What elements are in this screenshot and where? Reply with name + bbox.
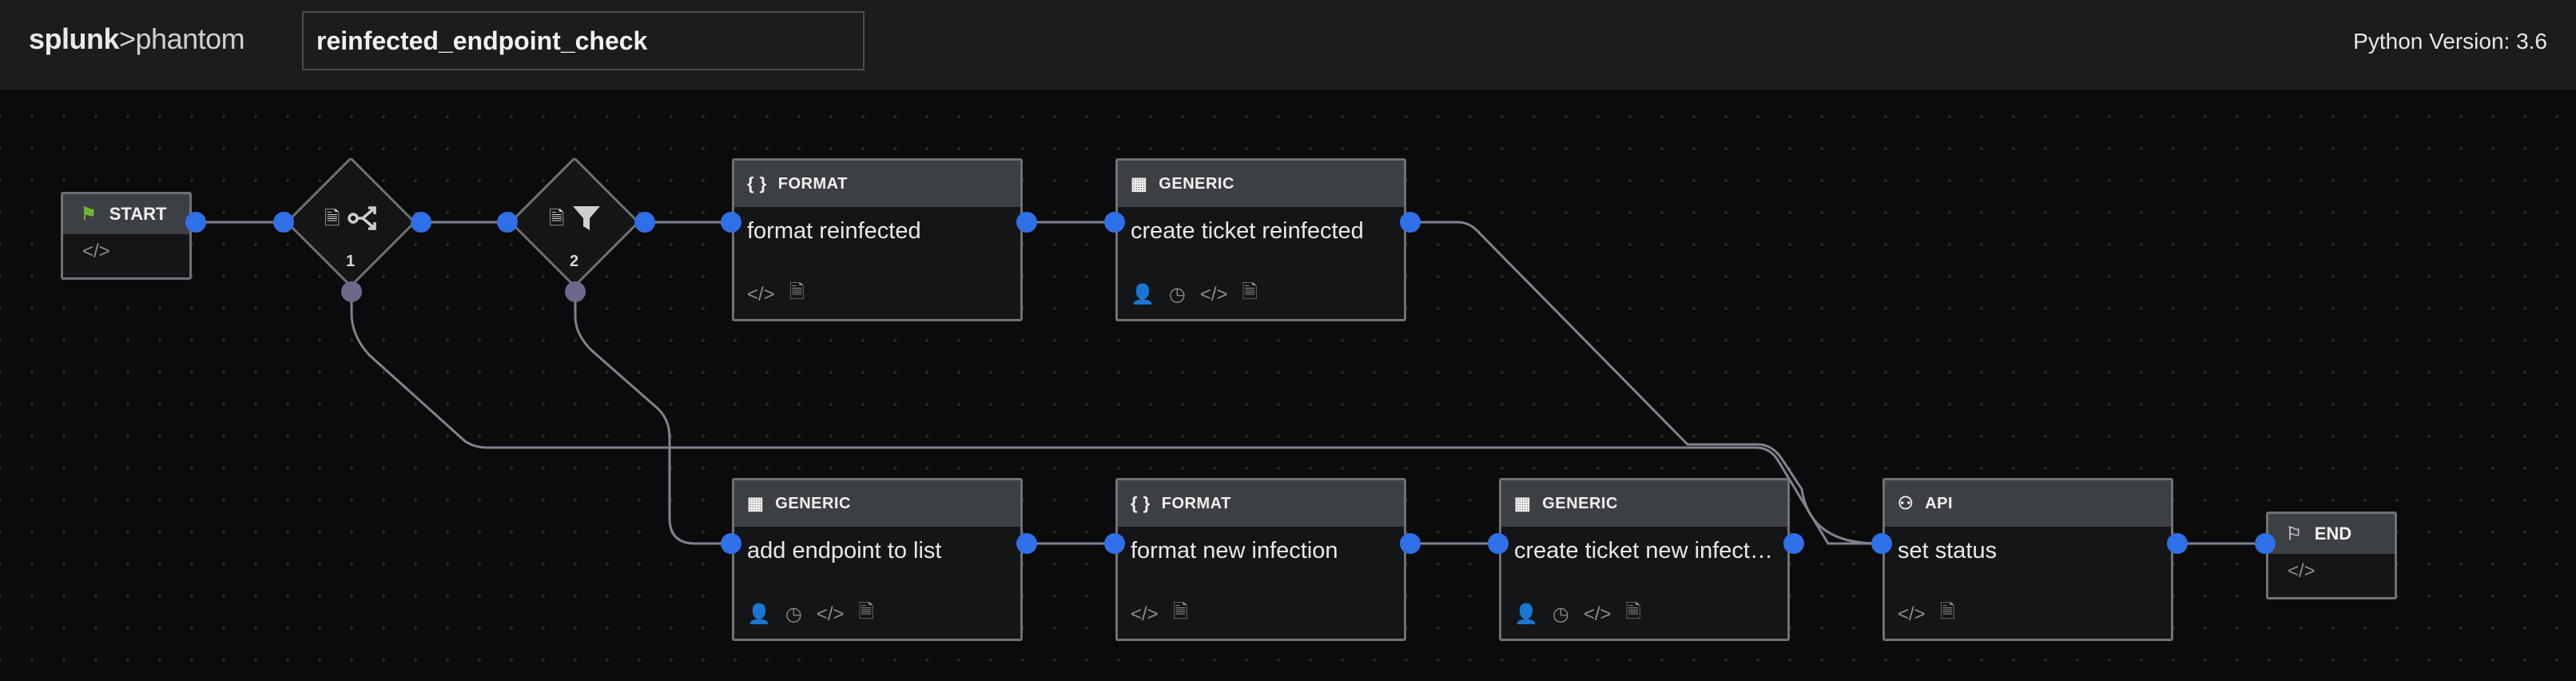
decision-1-number: 1 xyxy=(346,253,356,270)
api-icon: ⚇ xyxy=(1898,493,1914,513)
end-input-port[interactable] xyxy=(2255,533,2276,554)
document-icon[interactable]: 🗎 xyxy=(549,208,565,229)
python-version-label: Python Version: 3.6 xyxy=(2353,29,2547,54)
code-icon[interactable]: </> xyxy=(1898,603,1926,625)
checkered-flag-icon: ⚐ xyxy=(2286,524,2302,544)
create-ticket-reinfected-output-port[interactable] xyxy=(1400,212,1421,233)
add-endpoint-input-port[interactable] xyxy=(721,533,741,554)
decision-2-icons: 🗎 xyxy=(529,204,622,237)
decision1-bottom-port[interactable] xyxy=(341,281,362,302)
format-reinfected-input-port[interactable] xyxy=(721,212,741,233)
filter-icon xyxy=(572,206,600,231)
decision-1-icons: 🗎 xyxy=(305,204,398,237)
format-reinfected-output-port[interactable] xyxy=(1016,212,1037,233)
add-endpoint-block[interactable]: ▦ GENERIC add endpoint to list 👤 ◷ </> 🗎 xyxy=(732,478,1023,641)
end-label: END xyxy=(2314,524,2352,544)
decision1-input-port[interactable] xyxy=(273,212,294,233)
code-icon[interactable]: </> xyxy=(1131,603,1159,625)
start-label: START xyxy=(109,204,167,224)
block-title: format new infection xyxy=(1131,538,1338,564)
decision2-output-port[interactable] xyxy=(634,212,655,233)
document-icon[interactable]: 🗎 xyxy=(1939,601,1955,623)
braces-icon: { } xyxy=(747,173,767,193)
set-status-output-port[interactable] xyxy=(2167,533,2188,554)
format-new-infection-input-port[interactable] xyxy=(1104,533,1125,554)
code-icon[interactable]: </> xyxy=(2288,560,2316,582)
block-type-label: GENERIC xyxy=(1542,494,1618,512)
grid-icon: ▦ xyxy=(1131,173,1148,193)
set-status-input-port[interactable] xyxy=(1871,533,1892,554)
user-approval-icon[interactable]: 👤 xyxy=(1514,603,1538,625)
block-type-label: FORMAT xyxy=(1161,494,1231,512)
user-approval-icon[interactable]: 👤 xyxy=(1131,284,1155,305)
block-title: create ticket new infectio... xyxy=(1514,538,1787,564)
create-ticket-reinfected-block[interactable]: ▦ GENERIC create ticket reinfected 👤 ◷ </> 🗎 xyxy=(1115,158,1406,321)
create-ticket-new-infection-block[interactable]: ▦ GENERIC create ticket new infectio... 👤… xyxy=(1499,478,1790,641)
braces-icon: { } xyxy=(1131,493,1151,513)
decision1-output-port[interactable] xyxy=(411,212,431,233)
block-type-label: FORMAT xyxy=(777,174,848,193)
document-icon[interactable]: 🗎 xyxy=(324,208,340,229)
logo-phantom: >phantom xyxy=(119,22,245,55)
decision2-input-port[interactable] xyxy=(497,212,518,233)
format-reinfected-block[interactable]: { } FORMAT format reinfected </> 🗎 xyxy=(732,158,1023,321)
code-icon[interactable]: </> xyxy=(1199,283,1228,305)
create-ticket-new-output-port[interactable] xyxy=(1783,533,1804,554)
format-new-infection-output-port[interactable] xyxy=(1400,533,1421,554)
decision2-bottom-port[interactable] xyxy=(565,281,586,302)
block-type-label: GENERIC xyxy=(775,494,851,512)
logo-splunk: splunk xyxy=(29,22,120,55)
document-icon[interactable]: 🗎 xyxy=(789,281,805,303)
top-bar: splunk>phantom Python Version: 3.6 xyxy=(0,0,2576,90)
end-block[interactable]: ⚐ END </> xyxy=(2266,512,2397,599)
block-title: set status xyxy=(1898,538,1998,564)
document-icon[interactable]: 🗎 xyxy=(858,601,874,623)
create-ticket-reinfected-input-port[interactable] xyxy=(1104,212,1125,233)
branch-icon xyxy=(348,206,376,230)
start-output-port[interactable] xyxy=(185,212,206,233)
code-icon[interactable]: </> xyxy=(1583,603,1612,625)
splunk-phantom-logo[interactable]: splunk>phantom xyxy=(29,22,245,56)
block-type-label: GENERIC xyxy=(1159,174,1234,193)
clock-icon[interactable]: ◷ xyxy=(785,603,802,625)
block-title: create ticket reinfected xyxy=(1131,218,1364,244)
code-icon[interactable]: </> xyxy=(816,603,845,625)
block-type-label: API xyxy=(1925,494,1954,512)
user-approval-icon[interactable]: 👤 xyxy=(747,603,771,625)
start-block[interactable]: ⚑ START </> xyxy=(61,192,192,280)
flag-icon: ⚑ xyxy=(81,204,97,224)
create-ticket-new-input-port[interactable] xyxy=(1488,533,1509,554)
block-title: format reinfected xyxy=(747,218,921,244)
grid-icon: ▦ xyxy=(747,493,765,513)
format-new-infection-block[interactable]: { } FORMAT format new infection </> 🗎 xyxy=(1115,478,1406,641)
set-status-block[interactable]: ⚇ API set status </> 🗎 xyxy=(1882,478,2173,641)
document-icon[interactable]: 🗎 xyxy=(1625,601,1641,623)
add-endpoint-output-port[interactable] xyxy=(1016,533,1037,554)
clock-icon[interactable]: ◷ xyxy=(1168,284,1186,305)
code-icon[interactable]: </> xyxy=(747,283,775,305)
playbook-name-input[interactable] xyxy=(302,11,865,70)
block-title: add endpoint to list xyxy=(747,538,942,564)
document-icon[interactable]: 🗎 xyxy=(1242,281,1258,303)
code-icon[interactable]: </> xyxy=(82,241,110,262)
decision-2-number: 2 xyxy=(570,253,579,270)
document-icon[interactable]: 🗎 xyxy=(1172,601,1188,623)
grid-icon: ▦ xyxy=(1514,493,1532,513)
clock-icon[interactable]: ◷ xyxy=(1552,603,1569,625)
